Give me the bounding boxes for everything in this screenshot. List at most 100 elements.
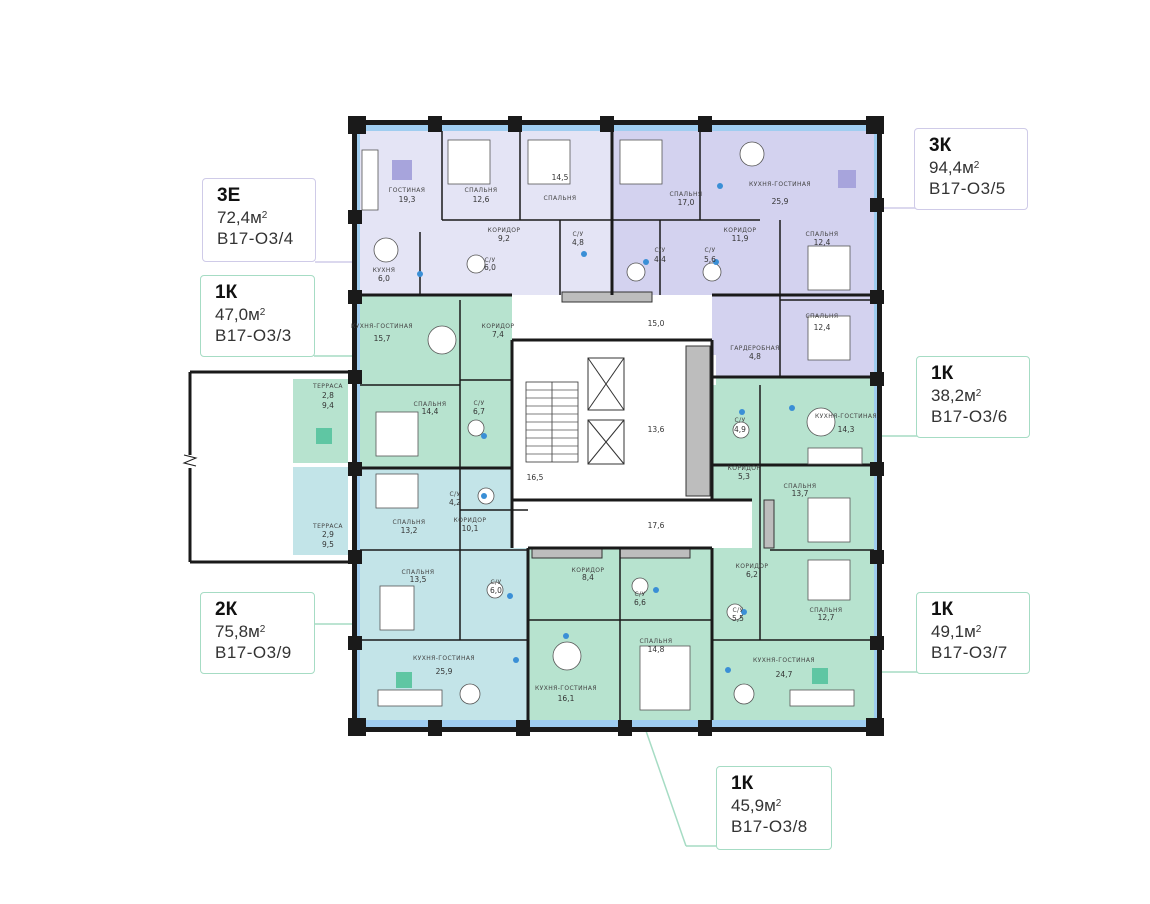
room-name: КОРИДОР xyxy=(454,517,487,524)
room-area-extra: 9,5 xyxy=(322,540,334,549)
terrace-outline xyxy=(188,370,352,564)
room-name: КОРИДОР xyxy=(572,567,605,574)
room-area: 19,3 xyxy=(399,195,416,204)
apartment-code: В17-О3/8 xyxy=(731,817,808,836)
room-area: 9,2 xyxy=(498,234,510,243)
common-area: 15,0 xyxy=(648,319,665,328)
room-name: КУХНЯ xyxy=(373,267,396,274)
room-area: 16,1 xyxy=(558,694,575,703)
apartment-area: 49,1м2 xyxy=(931,622,982,641)
room-area: 13,7 xyxy=(792,489,809,498)
room-area: 25,9 xyxy=(436,667,453,676)
apartment-card-2k[interactable]: 2К 75,8м2 В17-О3/9 xyxy=(200,592,315,674)
room-area: 5,5 xyxy=(732,614,744,623)
room-area: 4,9 xyxy=(734,425,746,434)
water-drops xyxy=(417,183,795,673)
apartment-area: 45,9м2 xyxy=(731,796,782,815)
room-name: С/У xyxy=(572,231,583,238)
apartment-code: В17-О3/3 xyxy=(215,326,292,345)
room-name: КУХНЯ-ГОСТИНАЯ xyxy=(413,655,475,662)
room-area: 13,2 xyxy=(401,526,418,535)
exterior-walls xyxy=(348,116,884,736)
room-name: С/У xyxy=(473,400,484,407)
apartment-card-3e[interactable]: 3Е 72,4м2 В17-О3/4 xyxy=(202,178,316,262)
apartment-card-1k-49[interactable]: 1К 49,1м2 В17-О3/7 xyxy=(916,592,1030,674)
room-area: 6,0 xyxy=(490,586,502,595)
room-area: 24,7 xyxy=(776,670,793,679)
room-name: КОРИДОР xyxy=(728,465,761,472)
rugs xyxy=(392,160,856,188)
apartment-area: 47,0м2 xyxy=(215,305,266,324)
room-name: КУХНЯ-ГОСТИНАЯ xyxy=(815,413,877,420)
apartment-card-1k-45[interactable]: 1К 45,9м2 В17-О3/8 xyxy=(716,766,832,850)
room-name: С/У xyxy=(449,491,460,498)
apartment-area: 75,8м2 xyxy=(215,622,266,641)
room-name: ГАРДЕРОБНАЯ xyxy=(730,345,780,352)
room-name: СПАЛЬНЯ xyxy=(544,195,577,202)
apartment-code: В17-О3/7 xyxy=(931,643,1008,662)
break-mark xyxy=(182,454,198,467)
room-area: 14,5 xyxy=(552,173,569,182)
room-area: 14,8 xyxy=(648,645,665,654)
room-area: 8,4 xyxy=(582,573,594,582)
room-name: КОРИДОР xyxy=(482,323,515,330)
stairs xyxy=(525,381,579,463)
room-name: СПАЛЬНЯ xyxy=(414,401,447,408)
room-name: СПАЛЬНЯ xyxy=(402,569,435,576)
furniture xyxy=(361,139,863,711)
room-area: 6,0 xyxy=(484,263,496,272)
room-name: СПАЛЬНЯ xyxy=(784,483,817,490)
apartment-code: В17-О3/4 xyxy=(217,229,294,248)
room-area: 6,6 xyxy=(634,598,646,607)
room-area: 7,4 xyxy=(492,330,504,339)
room-area: 5,3 xyxy=(738,472,750,481)
apartment-type: 3К xyxy=(929,135,952,156)
common-area: 16,5 xyxy=(527,473,544,482)
room-area: 12,4 xyxy=(814,323,831,332)
room-area: 5,6 xyxy=(704,255,716,264)
room-name: СПАЛЬНЯ xyxy=(393,519,426,526)
apartment-area: 72,4м2 xyxy=(217,208,268,227)
shafts xyxy=(531,291,775,559)
partitions xyxy=(360,131,874,720)
common-area: 17,6 xyxy=(648,521,665,530)
apartment-type: 1К xyxy=(731,773,754,794)
apartment-area: 38,2м2 xyxy=(931,386,982,405)
green-rugs xyxy=(316,428,828,688)
apartment-type: 3Е xyxy=(217,185,241,206)
room-area: 12,7 xyxy=(818,613,835,622)
room-name: КУХНЯ-ГОСТИНАЯ xyxy=(351,323,413,330)
apartment-code: В17-О3/9 xyxy=(215,643,292,662)
room-name: КУХНЯ-ГОСТИНАЯ xyxy=(749,181,811,188)
apartment-card-1k-38[interactable]: 1К 38,2м2 В17-О3/6 xyxy=(916,356,1030,438)
room-area: 4,8 xyxy=(749,352,761,361)
room-name: КОРИДОР xyxy=(736,563,769,570)
room-area: 10,1 xyxy=(462,524,479,533)
common-area: 13,6 xyxy=(648,425,665,434)
apartment-type: 1К xyxy=(931,599,954,620)
room-area: 12,6 xyxy=(473,195,490,204)
room-name: С/У xyxy=(484,257,495,264)
room-name: С/У xyxy=(490,579,501,586)
room-area: 2,8 xyxy=(322,391,334,400)
apartment-card-3k[interactable]: 3К 94,4м2 В17-О3/5 xyxy=(914,128,1028,210)
room-area: 4,8 xyxy=(572,238,584,247)
room-area-extra: 9,4 xyxy=(322,401,334,410)
room-name: СПАЛЬНЯ xyxy=(806,231,839,238)
room-name: КУХНЯ-ГОСТИНАЯ xyxy=(535,685,597,692)
room-area: 4,2 xyxy=(449,498,461,507)
room-area: 13,5 xyxy=(410,575,427,584)
room-name: С/У xyxy=(634,591,645,598)
room-name: ГОСТИНАЯ xyxy=(389,187,426,194)
room-name: СПАЛЬНЯ xyxy=(640,638,673,645)
apartment-type: 1К xyxy=(931,363,954,384)
apartment-card-1k-47[interactable]: 1К 47,0м2 В17-О3/3 xyxy=(200,275,315,357)
room-name: С/У xyxy=(704,247,715,254)
room-name: КОРИДОР xyxy=(488,227,521,234)
room-area: 15,7 xyxy=(374,334,391,343)
room-area: 6,0 xyxy=(378,274,390,283)
apartment-type: 1К xyxy=(215,282,238,303)
room-name: СПАЛЬНЯ xyxy=(806,313,839,320)
apartment-area: 94,4м2 xyxy=(929,158,980,177)
